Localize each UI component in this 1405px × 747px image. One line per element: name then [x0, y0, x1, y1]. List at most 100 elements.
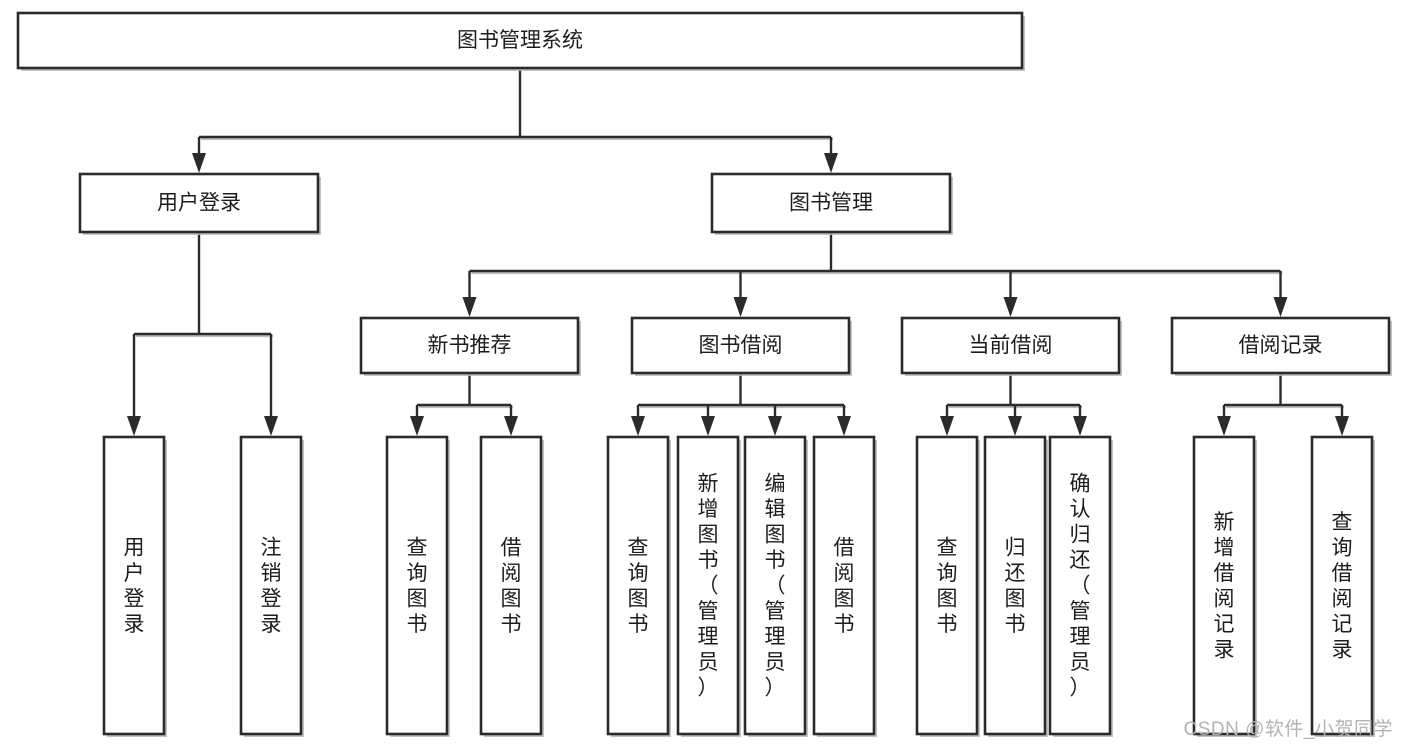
node-label-char: 图 — [501, 587, 522, 610]
node-label-char: 阅 — [1214, 587, 1235, 610]
node-label-char: （ — [1070, 575, 1091, 598]
node-label-char: 借 — [834, 536, 855, 559]
node-rect — [1192, 435, 1256, 736]
node-rect — [102, 435, 166, 736]
node-label: 图书借阅 — [699, 334, 783, 357]
node-label-char: 记 — [1332, 613, 1353, 636]
node-rect — [812, 435, 876, 736]
node-label-char: 新 — [1214, 511, 1235, 534]
node-label-char: 理 — [698, 626, 719, 649]
node-rect — [479, 435, 543, 736]
node-label-char: 图 — [698, 524, 719, 547]
node-current-borrow[interactable]: 当前借阅 — [900, 316, 1122, 376]
node-label-char: 管 — [698, 600, 719, 623]
node-rect — [78, 172, 320, 234]
node-label-char: 图 — [765, 524, 786, 547]
node-book-manage[interactable]: 图书管理 — [710, 172, 953, 235]
node-label-char: 用 — [124, 536, 145, 559]
node-rect — [359, 316, 580, 375]
node-rect — [915, 435, 979, 736]
node-label-char: （ — [698, 575, 719, 598]
node-label-char: 书 — [501, 613, 522, 636]
node-label-char: 阅 — [501, 562, 522, 585]
node-root[interactable]: 图书管理系统 — [16, 11, 1025, 71]
node-label-char: 书 — [1005, 613, 1026, 636]
node-label-char: 书 — [698, 549, 719, 572]
node-label-char: 归 — [1070, 524, 1091, 547]
node-label-char: 管 — [765, 600, 786, 623]
node-label-char: 录 — [261, 613, 282, 636]
node-label-char: 书 — [407, 613, 428, 636]
node-user-login-do[interactable]: 用户登录 — [102, 435, 167, 737]
node-label-char: 录 — [124, 613, 145, 636]
node-user-login[interactable]: 用户登录 — [78, 172, 321, 235]
node-label-char: 书 — [628, 613, 649, 636]
node-label-char: 归 — [1005, 536, 1026, 559]
node-label-char: 询 — [407, 562, 428, 585]
node-label-char: 阅 — [834, 562, 855, 585]
node-rect — [630, 316, 851, 375]
node-label-char: 阅 — [1332, 587, 1353, 610]
node-label-char: 图 — [834, 587, 855, 610]
node-borrow-records[interactable]: 借阅记录 — [1170, 316, 1392, 376]
node-label-char: 图 — [937, 587, 958, 610]
node-label-char: 记 — [1214, 613, 1235, 636]
node-rect — [1048, 435, 1112, 736]
node-label-char: 管 — [1070, 600, 1091, 623]
node-label-char: 图 — [628, 587, 649, 610]
node-label-char: 员 — [1070, 651, 1091, 674]
node-label-char: ） — [1070, 677, 1091, 700]
node-rect — [16, 11, 1024, 70]
node-rect — [1310, 435, 1374, 736]
watermark-label: CSDN @软件_小贺同学 — [1183, 719, 1393, 740]
node-label-char: 还 — [1005, 562, 1026, 585]
node-label: 用户登录 — [157, 192, 241, 215]
node-label-char: 销 — [261, 562, 282, 585]
node-label-char: ） — [765, 677, 786, 700]
node-rect — [385, 435, 449, 736]
node-label: 图书管理系统 — [457, 29, 583, 52]
node-label-char: 确 — [1070, 473, 1091, 496]
node-label-char: 理 — [765, 626, 786, 649]
node-label-char: 录 — [1214, 638, 1235, 661]
node-label-char: 询 — [1332, 536, 1353, 559]
node-label-char: 询 — [937, 562, 958, 585]
node-label-char: 借 — [501, 536, 522, 559]
node-rect — [710, 172, 952, 234]
node-new-book-recommend[interactable]: 新书推荐 — [359, 316, 581, 376]
node-label-char: 编 — [765, 473, 786, 496]
node-label-char: 辑 — [765, 498, 786, 521]
node-label-char: 新 — [698, 473, 719, 496]
node-label-char: ） — [698, 677, 719, 700]
node-book-borrow[interactable]: 图书借阅 — [630, 316, 852, 376]
node-rect — [983, 435, 1047, 736]
node-rect — [676, 435, 740, 736]
node-label-char: （ — [765, 575, 786, 598]
node-rect — [900, 316, 1121, 375]
node-label: 当前借阅 — [969, 334, 1053, 357]
node-label-char: 书 — [937, 613, 958, 636]
node-label-char: 员 — [698, 651, 719, 674]
node-label-char: 登 — [124, 587, 145, 610]
node-label-char: 查 — [1332, 511, 1353, 534]
node-label-char: 查 — [937, 536, 958, 559]
node-label-char: 图 — [1005, 587, 1026, 610]
node-label-char: 借 — [1214, 562, 1235, 585]
node-label-char: 增 — [1214, 536, 1235, 559]
node-rect — [239, 435, 303, 736]
node-label-char: 录 — [1332, 638, 1353, 661]
